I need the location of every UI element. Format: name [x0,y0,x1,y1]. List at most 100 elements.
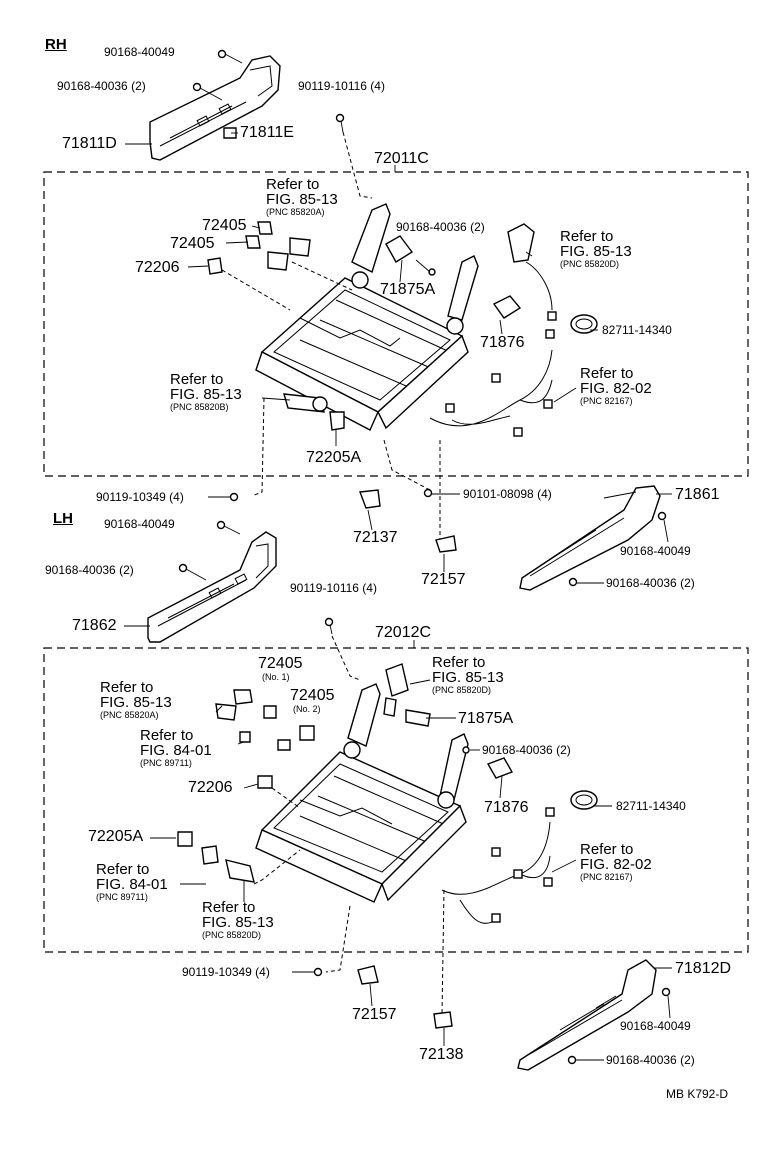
rh-side-cover-label: 71861 [675,486,720,503]
rh-refer-d: Refer to FIG. 85-13 (PNC 85820D) [560,229,632,269]
lh-knob2-note: (No. 2) [293,704,321,714]
refer-fig: FIG. 85-13 [432,669,504,686]
rh-cover-a-label: 71875A [380,281,436,298]
lh-refer-82: Refer to FIG. 82-02 (PNC 82167) [580,842,652,882]
lh-wire-harness [441,807,555,924]
refer-line: Refer to [432,654,486,671]
lh-bracket-label: 71876 [484,799,529,816]
refer-fig: FIG. 84-01 [96,876,168,893]
refer-line: Refer to [202,899,256,916]
refer-pnc: (PNC 85820D) [560,259,620,269]
lh-assembly-box [43,647,749,953]
refer-fig: FIG. 85-13 [560,243,632,260]
refer-line: Refer to [140,727,194,744]
lh-cover-a-label: 71875A [458,710,514,727]
refer-fig: FIG. 82-02 [580,856,652,873]
lh-lower-parts [313,959,671,1071]
rh-bracket-label: 71876 [480,334,525,351]
refer-pnc: (PNC 85820A) [100,710,159,720]
refer-fig: FIG. 84-01 [140,742,212,759]
lh-refer-84a: Refer to FIG. 84-01 (PNC 89711) [140,728,212,768]
refer-line: Refer to [580,841,634,858]
lh-side-cover [147,531,277,643]
lh-bolt-bottom-label: 90119-10349 (4) [182,965,270,979]
rh-bolt-frame-top-label: 90119-10116 (4) [298,79,385,93]
refer-pnc: (PNC 89711) [96,892,148,902]
rh-guide-lines [221,131,441,540]
rh-clip-label: 71811E [240,124,294,141]
rh-side-cover [149,55,281,161]
refer-pnc: (PNC 85820A) [266,207,325,217]
refer-fig: FIG. 85-13 [202,914,274,931]
lh-stopper1-label: 72157 [352,1006,397,1023]
refer-pnc: (PNC 85820D) [432,685,492,695]
refer-pnc: (PNC 85820D) [202,930,262,940]
rh-assembly-label: 72011C [374,150,429,167]
rh-knob3-label: 72206 [135,259,180,276]
refer-fig: FIG. 85-13 [100,694,172,711]
refer-pnc: (PNC 85820B) [170,402,229,412]
rh-cover-label: 71811D [62,135,117,152]
refer-fig: FIG. 85-13 [266,191,338,208]
refer-line: Refer to [560,228,614,245]
lh-refer-84b: Refer to FIG. 84-01 (PNC 89711) [96,862,168,902]
lh-side-bolt2-label: 90168-40036 (2) [606,1053,695,1067]
rh-side-bolt1-label: 90168-40049 [620,544,691,558]
rh-stopper1-label: 72137 [353,529,398,546]
rh-knob1-label: 72405 [202,217,247,234]
rh-bolt-bottom-left-label: 90119-10349 (4) [96,490,184,504]
refer-pnc: (PNC 82167) [580,396,633,406]
refer-line: Refer to [100,679,154,696]
lh-guide-lines [253,635,445,1015]
footer-code: MB K792-D [666,1087,729,1101]
lh-refer-a: Refer to FIG. 85-13 (PNC 85820A) [100,680,172,720]
lh-assembly-label: 72012C [375,624,432,641]
rh-wire-harness [429,261,557,437]
lh-side-bolt1-label: 90168-40049 [620,1019,691,1033]
rh-refer-a: Refer to FIG. 85-13 (PNC 85820A) [266,177,338,217]
refer-pnc: (PNC 89711) [140,758,192,768]
lh-side-cover-label: 71812D [675,960,732,977]
lh-stopper2-label: 72138 [419,1046,464,1063]
rh-bolt-icons [192,49,345,139]
rh-side-bolt2-label: 90168-40036 (2) [606,576,695,590]
rh-knob2-label: 72405 [170,235,215,252]
section-rh-label: RH [45,36,67,53]
lh-knob4-label: 72205A [88,828,144,845]
rh-seat-frame [255,203,479,431]
lh-knob1-note: (No. 1) [262,672,290,682]
lh-bolt-top-label: 90168-40049 [104,517,175,531]
lh-small-parts [177,663,598,883]
lh-clamp-label: 82711-14340 [616,799,686,813]
lh-knob3-label: 72206 [188,779,233,796]
rh-stopper2-label: 72157 [421,571,466,588]
refer-line: Refer to [170,371,224,388]
lh-seat-frame [255,683,469,903]
refer-line: Refer to [266,176,320,193]
lh-cover-label: 71862 [72,617,117,634]
section-lh-label: LH [53,510,73,527]
refer-fig: FIG. 82-02 [580,380,652,397]
refer-line: Refer to [580,365,634,382]
lh-refer-b: Refer to FIG. 85-13 (PNC 85820D) [202,900,274,940]
lh-knob1-label: 72405 [258,655,303,672]
rh-refer-b: Refer to FIG. 85-13 (PNC 85820B) [170,372,242,412]
refer-fig: FIG. 85-13 [170,386,242,403]
lh-knob2-label: 72405 [290,687,335,704]
refer-pnc: (PNC 82167) [580,872,633,882]
rh-lower-parts [229,485,667,591]
lh-bolt-icons [178,520,334,635]
lh-bolt-frame-top-label: 90119-10116 (4) [290,581,377,595]
lh-refer-d: Refer to FIG. 85-13 (PNC 85820D) [432,655,504,695]
rh-clamp-label: 82711-14340 [602,323,672,337]
rh-bolt-bottom-right-label: 90101-08098 (4) [463,487,552,501]
rh-assembly-box [43,171,749,477]
rh-bolt-top-label: 90168-40049 [104,45,175,59]
rh-knob4-label: 72205A [306,449,362,466]
rh-bolt-2-label: 90168-40036 (2) [57,79,146,93]
lh-bolt-mid-label: 90168-40036 (2) [482,743,571,757]
rh-bolt-mid-label: 90168-40036 (2) [396,220,485,234]
rh-refer-82: Refer to FIG. 82-02 (PNC 82167) [580,366,652,406]
refer-line: Refer to [96,861,150,878]
